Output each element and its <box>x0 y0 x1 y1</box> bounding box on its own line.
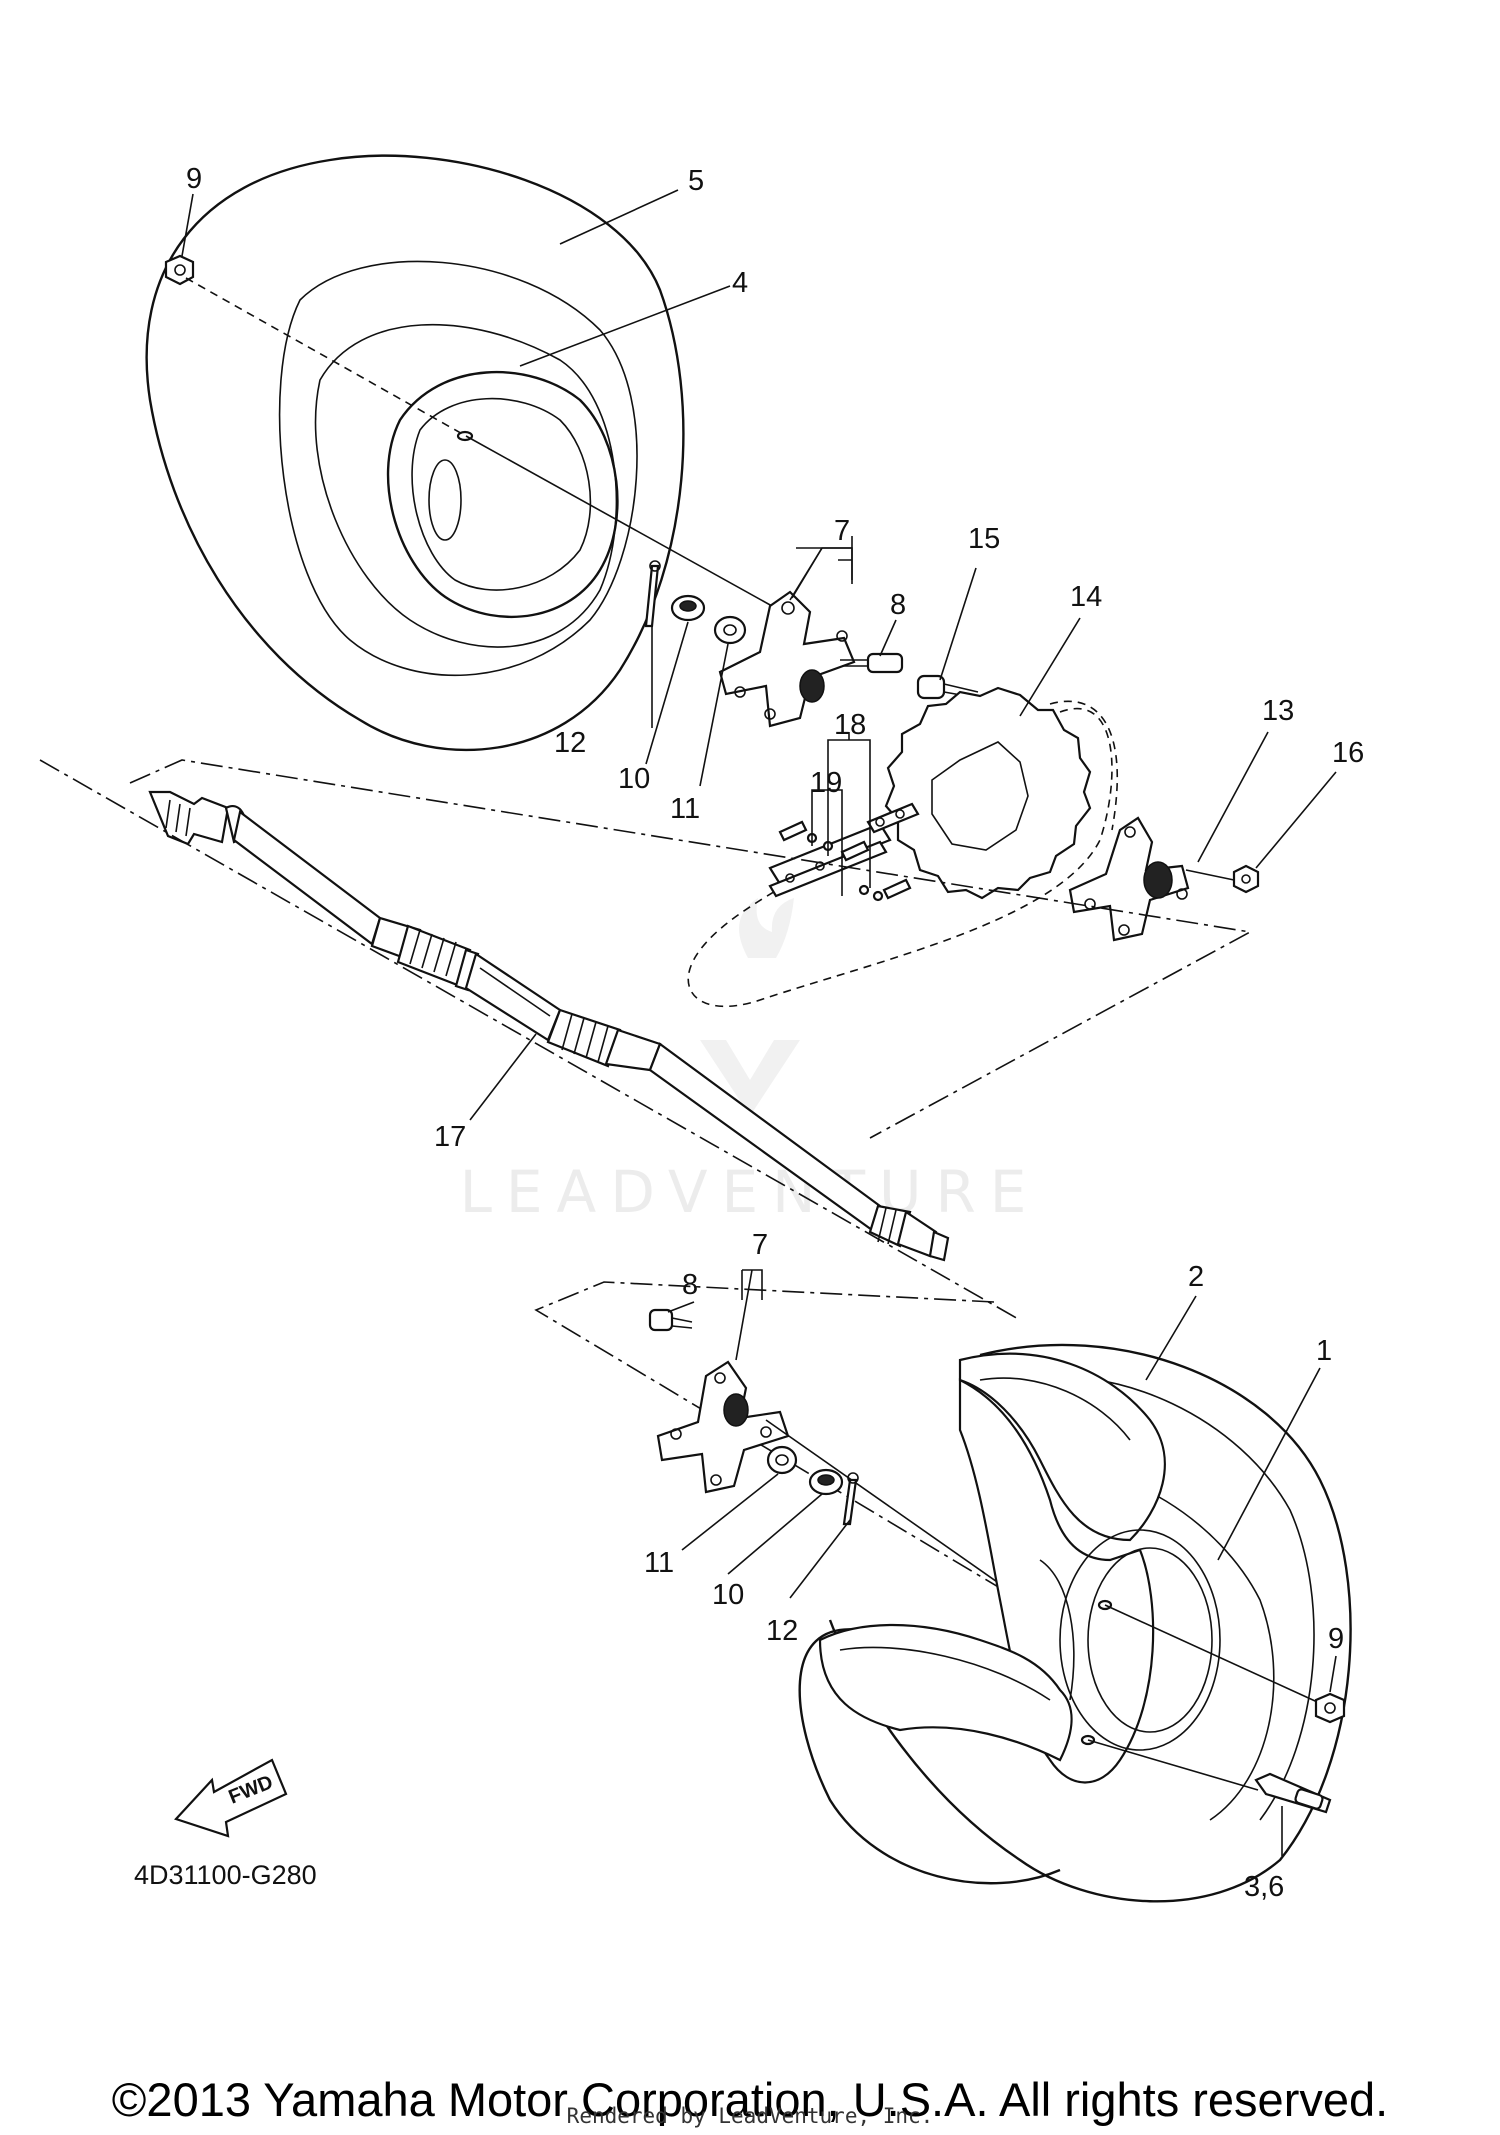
bolt-8-top <box>840 652 904 674</box>
callout-7-top: 7 <box>834 515 850 547</box>
callout-1: 1 <box>1316 1335 1332 1367</box>
callout-18: 18 <box>834 709 866 741</box>
chain-joint-18-19 <box>778 732 920 902</box>
copyright-notice: ©2013 Yamaha Motor Corporation, U.S.A. A… <box>111 2073 1389 2126</box>
sprocket-14 <box>884 686 1092 900</box>
assembly-frame-top <box>129 759 1253 1139</box>
castle-nut-10-top <box>670 594 706 622</box>
axis-line-bottom-hub <box>765 1419 1041 1613</box>
callout-4: 4 <box>732 267 748 299</box>
axis-line-hub-13 <box>1185 869 1235 881</box>
rear-tire-bottom <box>798 1343 1352 1903</box>
wheel-hub-7-top <box>718 590 856 728</box>
diagram-code: 4D31100-G280 <box>134 1860 317 1890</box>
callout-17: 17 <box>434 1121 466 1153</box>
wheel-hub-7-bottom <box>656 1360 790 1494</box>
fwd-arrow-icon: FWD <box>174 1758 288 1838</box>
cotter-pin-12-bottom <box>842 1472 859 1526</box>
callout-12-bottom: 12 <box>766 1615 798 1647</box>
callout-13: 13 <box>1262 695 1294 727</box>
callout-3-6: 3,6 <box>1244 1871 1284 1903</box>
callout-8-bottom: 8 <box>682 1269 698 1301</box>
rendered-by-notice: Rendered by LeadVenture, Inc. <box>566 2104 934 2128</box>
callout-8-top: 8 <box>890 589 906 621</box>
callout-9-bottom: 9 <box>1328 1623 1344 1655</box>
callout-2: 2 <box>1188 1261 1204 1293</box>
axis-line-valve <box>1087 1739 1259 1791</box>
sprocket-hub-13 <box>1068 816 1190 942</box>
callout-12-top: 12 <box>554 727 586 759</box>
callout-14: 14 <box>1070 581 1102 613</box>
callout-7-bottom: 7 <box>752 1229 768 1261</box>
callout-15: 15 <box>968 523 1000 555</box>
leader-lines <box>181 189 1337 1856</box>
callout-9-top: 9 <box>186 163 202 195</box>
valve-stem-3-6 <box>1254 1772 1332 1814</box>
rear-axle-17 <box>39 759 1021 1321</box>
bolt-8-bottom <box>648 1308 693 1332</box>
washer-11-top <box>713 615 747 645</box>
callout-19: 19 <box>810 767 842 799</box>
rear-tire-top <box>145 154 685 752</box>
axis-line-bottom-nut <box>1104 1604 1327 1707</box>
callout-labels: 9 5 4 7 8 15 14 12 10 11 18 19 13 16 17 … <box>134 163 1364 1903</box>
callout-11-top: 11 <box>670 793 700 825</box>
callout-10-bottom: 10 <box>712 1579 744 1611</box>
nut-9-top <box>164 254 195 286</box>
nut-16 <box>1232 864 1260 894</box>
nut-9-bottom <box>1314 1692 1346 1724</box>
callout-10-top: 10 <box>618 763 650 795</box>
watermark-text: LEADVENTURE <box>460 1158 1041 1226</box>
assembly-frame-bottom <box>534 1281 1041 1613</box>
washer-11-bottom <box>766 1445 798 1475</box>
callout-16: 16 <box>1332 737 1364 769</box>
castle-nut-10-bottom <box>808 1468 844 1496</box>
callout-11-bottom: 11 <box>644 1547 674 1579</box>
leadventure-watermark: LEADVENTURE <box>460 898 1041 1226</box>
axis-line-top-hub <box>465 435 773 607</box>
callout-5: 5 <box>688 165 704 197</box>
axis-line-top-wheel <box>185 277 467 437</box>
